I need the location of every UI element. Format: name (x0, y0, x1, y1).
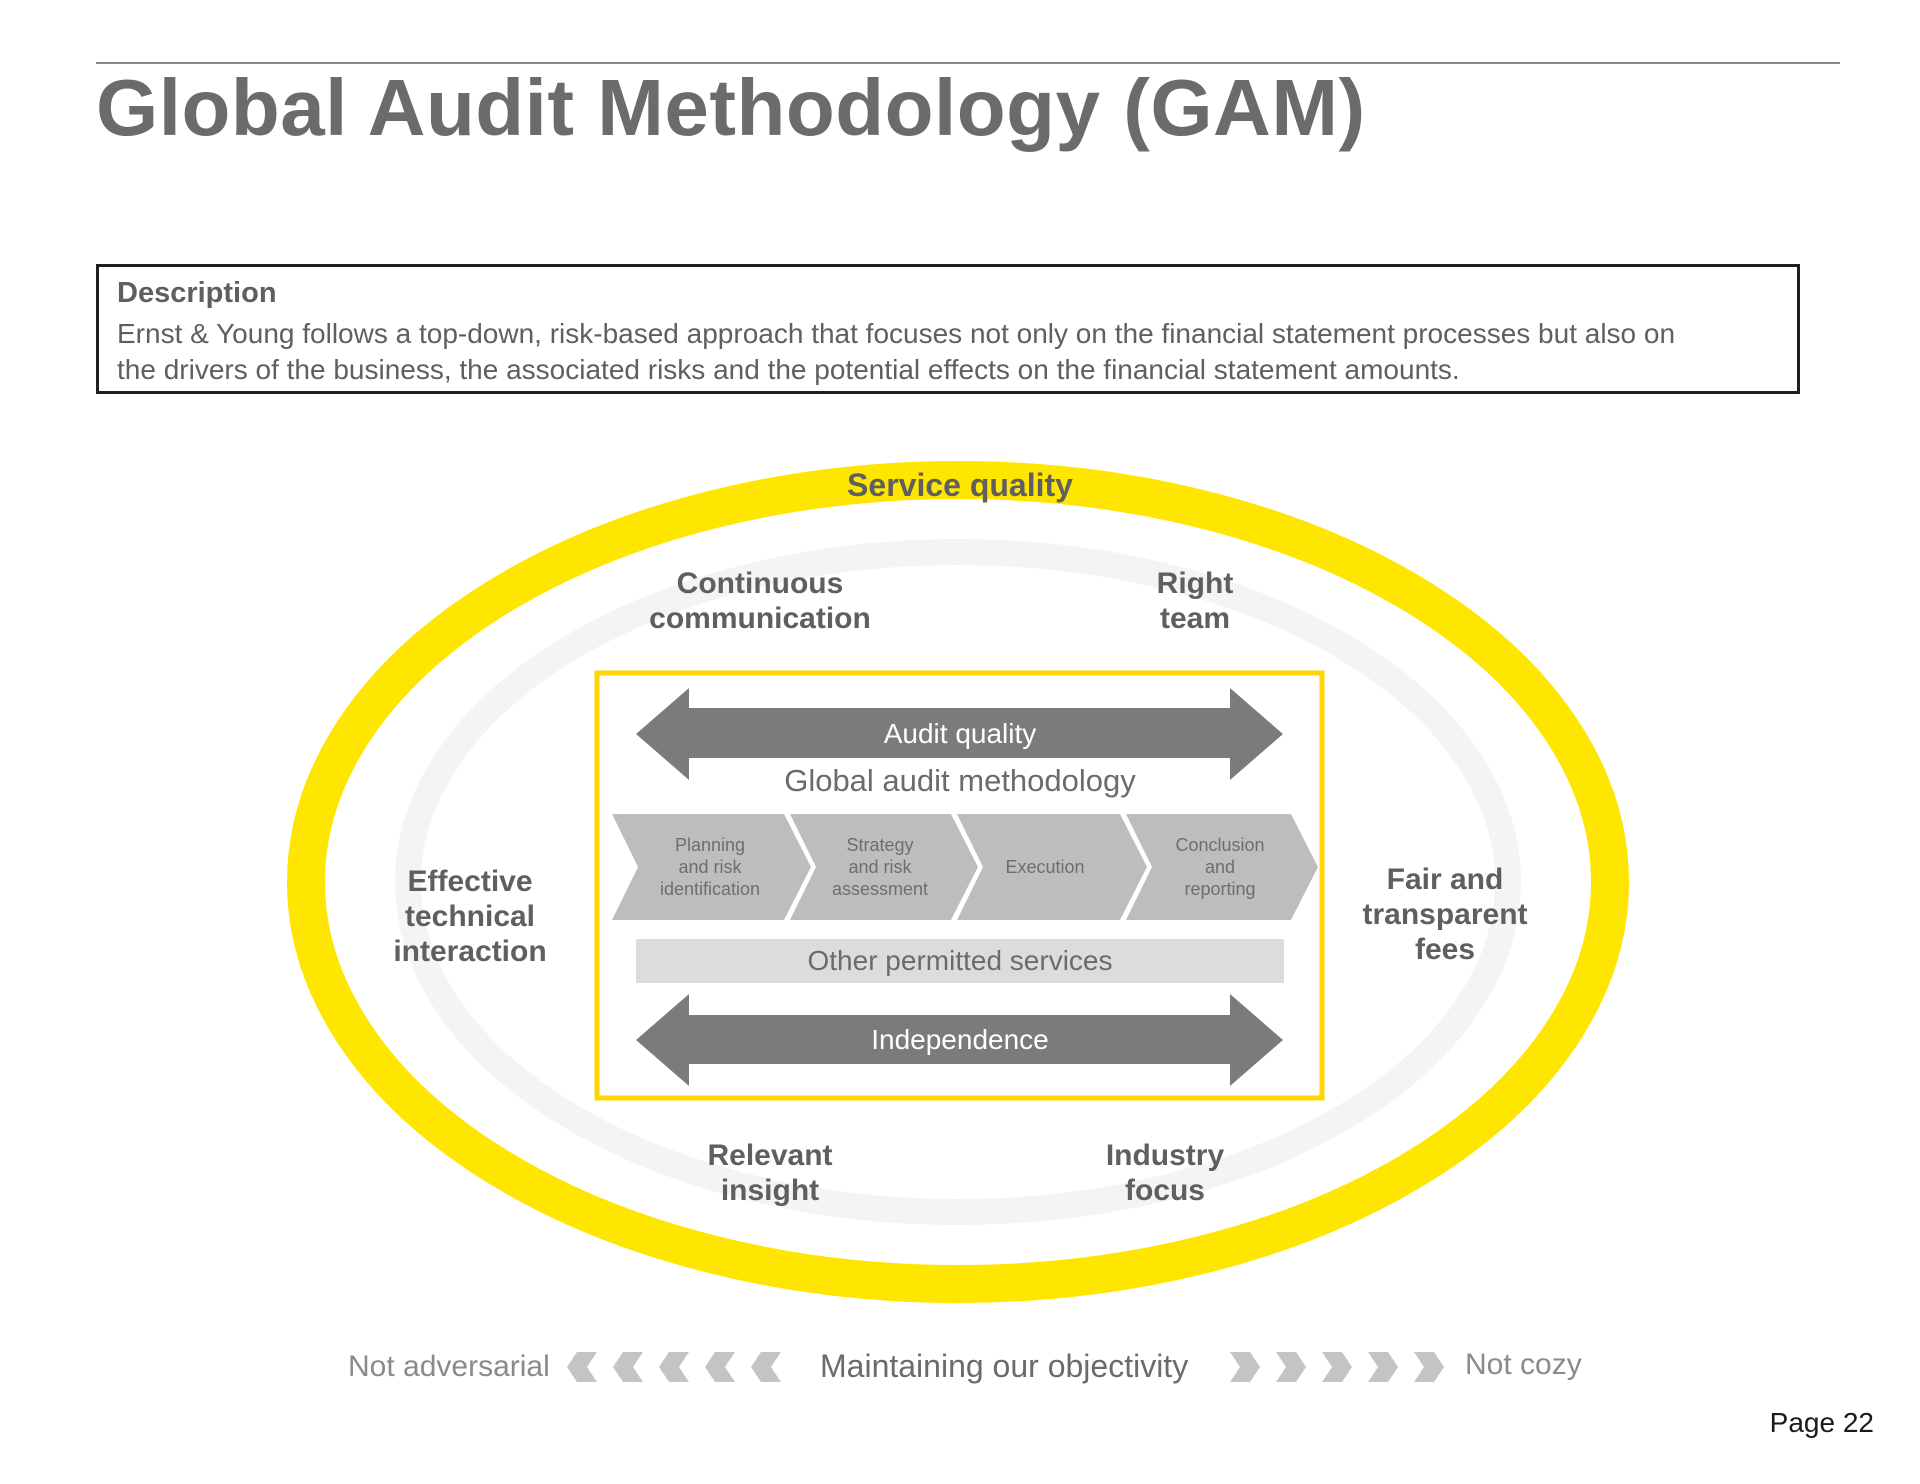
other-permitted-services-label: Other permitted services (807, 945, 1113, 976)
right-chevron-icon (1230, 1352, 1260, 1382)
right-chevrons (1230, 1352, 1444, 1382)
global-audit-methodology-label: Global audit methodology (784, 763, 1136, 798)
right-chevron-icon (1414, 1352, 1444, 1382)
continuous-communication-label: Continuous communication (620, 566, 900, 636)
relevant-insight-label: Relevant insight (690, 1138, 850, 1208)
step-text: Conclusion (1175, 835, 1265, 855)
page-title: Global Audit Methodology (GAM) (96, 63, 1366, 152)
step-strategy-label: Strategy and risk assessment (810, 834, 950, 900)
other-services-bar (636, 939, 1284, 983)
label-line: Industry (1105, 1139, 1225, 1172)
step-text: and risk (848, 857, 912, 877)
independence-arrow (636, 994, 1283, 1086)
label-line: focus (1124, 1174, 1205, 1207)
label-line: Effective (407, 865, 533, 898)
label-line: Fair and (1386, 863, 1504, 896)
right-chevron-icon (1276, 1352, 1306, 1382)
step-text: Execution (1005, 857, 1085, 877)
label-line: Continuous (676, 567, 844, 600)
left-chevron-icon (705, 1352, 735, 1382)
step-chevron-conclusion (1126, 814, 1318, 920)
description-line-1: Ernst & Young follows a top-down, risk-b… (117, 318, 1676, 349)
left-chevron-icon (659, 1352, 689, 1382)
step-text: Planning (674, 835, 746, 855)
industry-focus-label: Industry focus (1085, 1138, 1245, 1208)
right-team-label: Right team (1115, 566, 1275, 636)
step-text: identification (659, 879, 761, 899)
top-rule (96, 62, 1840, 64)
label-line: team (1159, 602, 1231, 635)
service-quality-ring (287, 461, 1629, 1303)
left-chevrons (567, 1352, 781, 1382)
effective-technical-interaction-label: Effective technical interaction (380, 864, 560, 969)
description-heading: Description (117, 277, 277, 309)
right-chevron-icon (1368, 1352, 1398, 1382)
right-chevron-icon (1322, 1352, 1352, 1382)
label-line: insight (720, 1174, 820, 1207)
fair-transparent-fees-label: Fair and transparent fees (1345, 862, 1545, 967)
label-line: Right (1156, 567, 1234, 600)
label-line: communication (649, 602, 871, 635)
step-text: reporting (1184, 879, 1256, 899)
audit-quality-arrow (636, 688, 1283, 780)
independence-label: Independence (871, 1024, 1049, 1055)
description-box: Description Ernst & Young follows a top-… (96, 264, 1800, 394)
not-cozy-label: Not cozy (1465, 1348, 1582, 1381)
step-chevron-planning (612, 814, 811, 920)
left-chevron-icon (751, 1352, 781, 1382)
service-quality-label: Service quality (847, 467, 1073, 503)
description-line-2: the drivers of the business, the associa… (117, 354, 1460, 385)
description-text: Ernst & Young follows a top-down, risk-b… (117, 316, 1779, 388)
label-line: technical (404, 900, 536, 933)
step-text: assessment (831, 879, 929, 899)
step-text: Strategy (846, 835, 914, 855)
audit-quality-label: Audit quality (883, 718, 1037, 749)
step-chevron-execution (957, 814, 1147, 920)
inner-gray-ring (395, 539, 1521, 1225)
step-text: and risk (678, 857, 742, 877)
label-line: fees (1414, 933, 1476, 966)
maintaining-objectivity-label: Maintaining our objectivity (820, 1348, 1189, 1384)
step-text (975, 834, 1115, 856)
left-chevron-icon (613, 1352, 643, 1382)
label-line: transparent (1362, 898, 1528, 931)
left-chevron-icon (567, 1352, 597, 1382)
step-execution-label: Execution (975, 834, 1115, 878)
page-number: Page 22 (1769, 1407, 1874, 1438)
step-planning-label: Planning and risk identification (640, 834, 780, 900)
label-line: interaction (393, 935, 547, 968)
label-line: Relevant (707, 1139, 833, 1172)
step-chevron-strategy (790, 814, 978, 920)
not-adversarial-label: Not adversarial (348, 1350, 550, 1383)
step-conclusion-label: Conclusion and reporting (1150, 834, 1290, 900)
step-text: and (1204, 857, 1236, 877)
